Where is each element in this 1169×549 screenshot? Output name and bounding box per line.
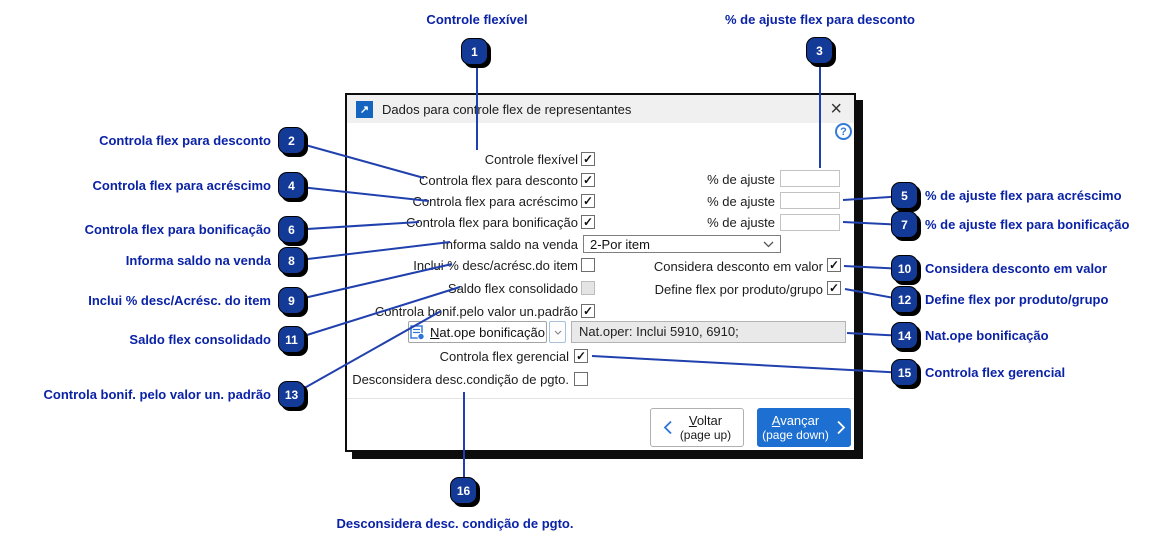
informa-saldo-label: Informa saldo na venda [442,237,578,252]
desconsidera-desc-condicao-label: Desconsidera desc.condição de pgto. [352,372,569,387]
chevron-right-icon [837,420,846,435]
ajuste-desconto-input[interactable] [780,170,840,187]
callout-label-3: % de ajuste flex para desconto [724,12,916,27]
callout-6: Controla flex para bonificação 6 [0,217,304,242]
inclui-desc-acresc-item-label: Inclui % desc/acrésc.do item [413,258,578,273]
callout-2: Controla flex para desconto 2 [0,128,304,153]
callout-label-9: Inclui % desc/Acrésc. do item [88,293,271,308]
define-flex-produto-grupo-checkbox[interactable]: ✓ [827,281,841,295]
callout-badge-4: 4 [279,173,304,198]
callout-8: Informa saldo na venda 8 [0,248,304,273]
callout-badge-8: 8 [279,248,304,273]
callout-badge-1: 1 [462,39,487,64]
callout-14: 14 Nat.ope bonificação [892,323,1049,348]
callout-label-15: Controla flex gerencial [925,365,1066,380]
natope-button-label: Nat.ope bonificação [430,324,545,340]
considera-desconto-valor-label: Considera desconto em valor [653,259,823,274]
callout-label-12: Define flex por produto/grupo [925,292,1109,307]
callout-7: 7 % de ajuste flex para bonificação [892,212,1129,237]
ajuste-bonificacao-input[interactable] [780,214,840,231]
chevron-down-icon [554,330,561,335]
ajuste-desconto-label: % de ajuste [707,172,775,187]
callout-9: Inclui % desc/Acrésc. do item 9 [0,288,304,313]
controla-bonif-valor-padrao-label: Controla bonif.pelo valor un.padrão [374,304,578,319]
callout-label-7: % de ajuste flex para bonificação [925,217,1130,232]
inclui-desc-acresc-item-checkbox[interactable] [581,258,595,272]
controle-flexivel-checkbox[interactable]: ✓ [581,152,595,166]
dialog-window: ↗ Dados para controle flex de representa… [345,93,856,452]
callout-label-10: Considera desconto em valor [925,261,1108,276]
callout-label-5: % de ajuste flex para acréscimo [925,188,1122,203]
callout-label-4: Controla flex para acréscimo [92,178,271,193]
define-flex-produto-grupo-label: Define flex por produto/grupo [654,282,823,297]
ajuste-bonificacao-label: % de ajuste [707,215,775,230]
callout-badge-13: 13 [279,382,304,407]
desconsidera-desc-condicao-checkbox[interactable] [574,372,588,386]
informa-saldo-select[interactable]: 2-Por item [583,235,781,253]
close-icon[interactable]: × [830,98,842,120]
callout-label-1: Controle flexível [426,12,528,27]
callout-badge-14: 14 [892,323,917,348]
callout-4: Controla flex para acréscimo 4 [0,173,304,198]
callout-badge-15: 15 [892,360,917,385]
callout-10: 10 Considera desconto em valor [892,256,1107,281]
callout-badge-11: 11 [279,327,304,352]
chevron-left-icon [663,420,672,435]
controla-flex-desconto-label: Controla flex para desconto [419,173,578,188]
ajuste-acrescimo-input[interactable] [780,192,840,209]
controla-flex-desconto-checkbox[interactable]: ✓ [581,173,595,187]
callout-label-11: Saldo flex consolidado [129,332,271,347]
controla-flex-bonificacao-label: Controla flex para bonificação [406,215,578,230]
saldo-flex-consolidado-label: Saldo flex consolidado [447,281,578,296]
callout-5: 5 % de ajuste flex para acréscimo [892,183,1122,208]
dialog-app-icon: ↗ [356,100,373,118]
dialog-titlebar: ↗ Dados para controle flex de representa… [347,95,854,123]
natope-bonificacao-button[interactable]: Nat.ope bonificação [408,321,547,343]
callout-11: Saldo flex consolidado 11 [0,327,304,352]
callout-label-8: Informa saldo na venda [125,253,271,268]
callout-badge-5: 5 [892,183,917,208]
callout-badge-9: 9 [279,288,304,313]
help-icon[interactable]: ? [835,123,852,140]
controla-flex-acrescimo-checkbox[interactable]: ✓ [581,194,595,208]
callout-label-14: Nat.ope bonificação [925,328,1049,343]
chevron-down-icon [763,241,774,247]
callout-badge-7: 7 [892,212,917,237]
callout-badge-2: 2 [279,128,304,153]
callout-badge-12: 12 [892,287,917,312]
avancar-button-label: Avançar (page down) [762,412,829,442]
ajuste-acrescimo-label: % de ajuste [707,194,775,209]
avancar-button[interactable]: Avançar (page down) [757,408,851,447]
controla-flex-acrescimo-label: Controla flex para acréscimo [412,194,578,209]
document-icon [410,324,425,340]
controla-bonif-valor-padrao-checkbox[interactable]: ✓ [581,304,595,318]
informa-saldo-value: 2-Por item [590,236,650,252]
natope-dropdown-button[interactable] [549,321,566,343]
callout-label-6: Controla flex para bonificação [84,222,271,237]
voltar-button[interactable]: Voltar (page up) [650,408,744,447]
natope-filter-field: Nat.oper: Inclui 5910, 6910; [571,321,846,343]
callout-15: 15 Controla flex gerencial [892,360,1065,385]
callout-badge-3: 3 [807,38,832,63]
dialog-title: Dados para controle flex de representant… [382,101,632,117]
saldo-flex-consolidado-checkbox [581,281,595,295]
controla-flex-gerencial-label: Controla flex gerencial [439,349,569,364]
callout-label-13: Controla bonif. pelo valor un. padrão [43,387,271,402]
controla-flex-bonificacao-checkbox[interactable]: ✓ [581,215,595,229]
voltar-button-label: Voltar (page up) [679,412,732,442]
arrow-up-right-icon: ↗ [359,103,370,116]
callout-12: 12 Define flex por produto/grupo [892,287,1108,312]
controla-flex-gerencial-checkbox[interactable]: ✓ [574,349,588,363]
callout-13: Controla bonif. pelo valor un. padrão 13 [0,382,304,407]
callout-badge-6: 6 [279,217,304,242]
footer-divider [347,398,854,399]
controle-flexivel-label: Controle flexível [484,152,578,167]
callout-label-16: Desconsidera desc. condição de pgto. [336,516,574,531]
callout-badge-10: 10 [892,256,917,281]
considera-desconto-valor-checkbox[interactable]: ✓ [827,258,841,272]
callout-badge-16: 16 [451,478,476,503]
callout-label-2: Controla flex para desconto [99,133,271,148]
